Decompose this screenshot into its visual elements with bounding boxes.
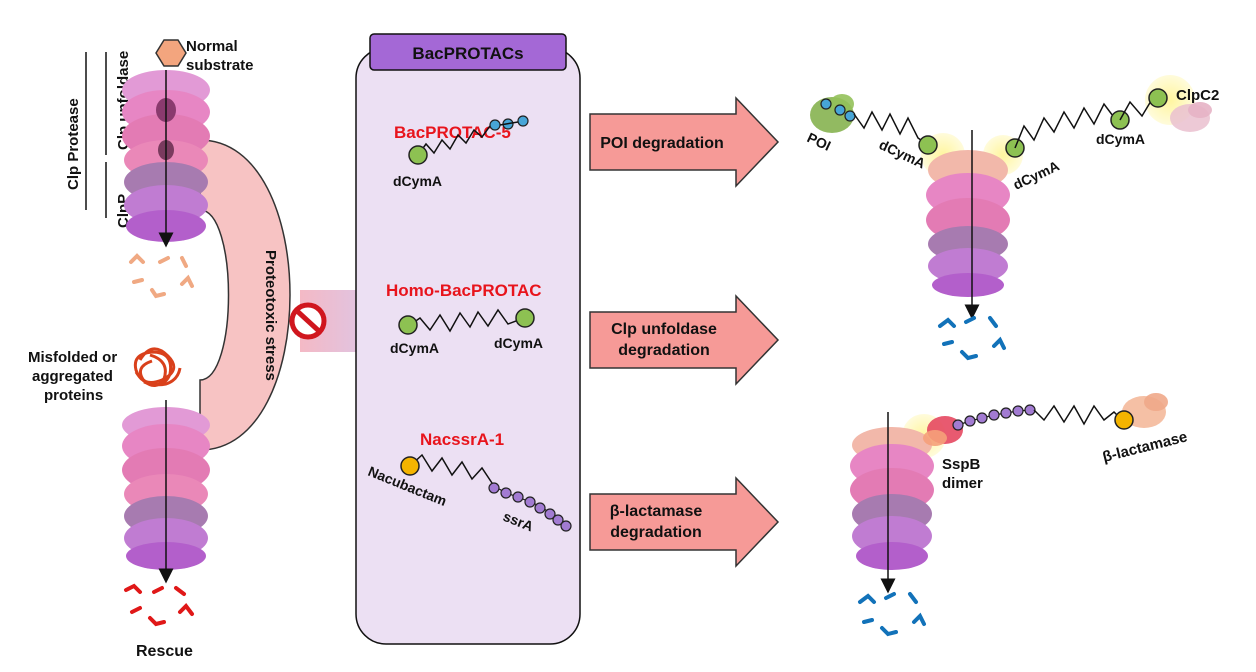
nacssra-name: NacssrA-1 [420, 430, 504, 449]
misfolded-label-3: proteins [44, 387, 103, 404]
bacprotac5-bound-linker [853, 110, 929, 146]
panel-title-box [369, 33, 567, 71]
clp-complex-right-bottom [850, 427, 934, 570]
normal-substrate-icon [155, 39, 187, 67]
clp-complex-right-top [926, 150, 1010, 297]
panel-title: BacPROTACs [412, 44, 523, 63]
nacssra-linker [409, 453, 495, 487]
bacprotac5-warhead-label: dCymA [393, 173, 442, 189]
arrow-clp-unfoldase-degradation: Clp unfoldase degradation [589, 294, 780, 386]
rescue-label: Rescue [136, 643, 193, 660]
poi-bound-beads [820, 98, 856, 122]
misfolded-label-1: Misfolded or [28, 349, 117, 366]
peptide-fragments-top [129, 253, 194, 299]
peptide-fragments-bottom [124, 583, 194, 627]
homo-dcyma-left-bead [398, 315, 418, 335]
clpc2-label: ClpC2 [1176, 87, 1219, 104]
homo-dcyma-right-bead [515, 308, 535, 328]
normal-substrate-label-2: substrate [186, 57, 254, 74]
arrow-bla-label-1: β-lactamase [610, 503, 703, 520]
nacssra-nacubactam-bead [400, 456, 420, 476]
clpc2-protein-icon [1170, 102, 1212, 132]
ssra-bound-beads [952, 404, 1036, 431]
homo-bacprotac-name: Homo-BacPROTAC [386, 281, 542, 300]
prohibited-icon [289, 302, 327, 340]
homo-linker [409, 308, 525, 333]
sspb-label-1: SspB [942, 456, 981, 473]
arrow-clp-label-1: Clp unfoldase [611, 321, 717, 338]
proteotoxic-stress-label: Proteotoxic stress [262, 250, 279, 381]
clp-label-group: Clp Protease Clp unfoldase ClpP [65, 51, 132, 228]
clp-protease-label: Clp Protease [65, 98, 82, 190]
bacprotac5-linker [417, 125, 491, 156]
homo-warhead-left-label: dCymA [390, 340, 439, 356]
bacprotac5-poi-link [499, 121, 519, 126]
nacssra-bound-linker [1033, 404, 1123, 426]
clpc2-link [1119, 95, 1155, 121]
normal-substrate-label-1: Normal [186, 38, 238, 55]
dcyma-label-3: dCymA [1096, 131, 1145, 147]
dcyma-bead-1 [918, 135, 938, 155]
homo-warhead-right-label: dCymA [494, 335, 543, 351]
peptide-fragments-right-top [938, 316, 1006, 361]
peptide-fragments-right-bottom [858, 592, 926, 637]
arrow-blactamase-degradation: β-lactamase degradation [589, 476, 780, 568]
nacssra-ssra-beads [488, 482, 572, 532]
dcyma-bead-4 [1148, 88, 1168, 108]
homo-bound-linker [1014, 102, 1117, 149]
arrow-poi-degradation: POI degradation [589, 96, 780, 188]
poi-label: POI [805, 129, 834, 154]
arrow-bla-label-2: degradation [610, 524, 702, 541]
misfolded-label-2: aggregated [32, 368, 113, 385]
bacprotac5-dcyma-bead [408, 145, 428, 165]
proteotoxic-stress-arc [199, 139, 291, 451]
nacubactam-bound-bead [1114, 410, 1134, 430]
misfolded-protein-icon [133, 347, 182, 387]
blactamase-label: β-lactamase [1101, 428, 1189, 465]
arrow-clp-label-2: degradation [618, 342, 710, 359]
sspb-label-2: dimer [942, 475, 983, 492]
arrow-poi-label: POI degradation [600, 135, 724, 152]
